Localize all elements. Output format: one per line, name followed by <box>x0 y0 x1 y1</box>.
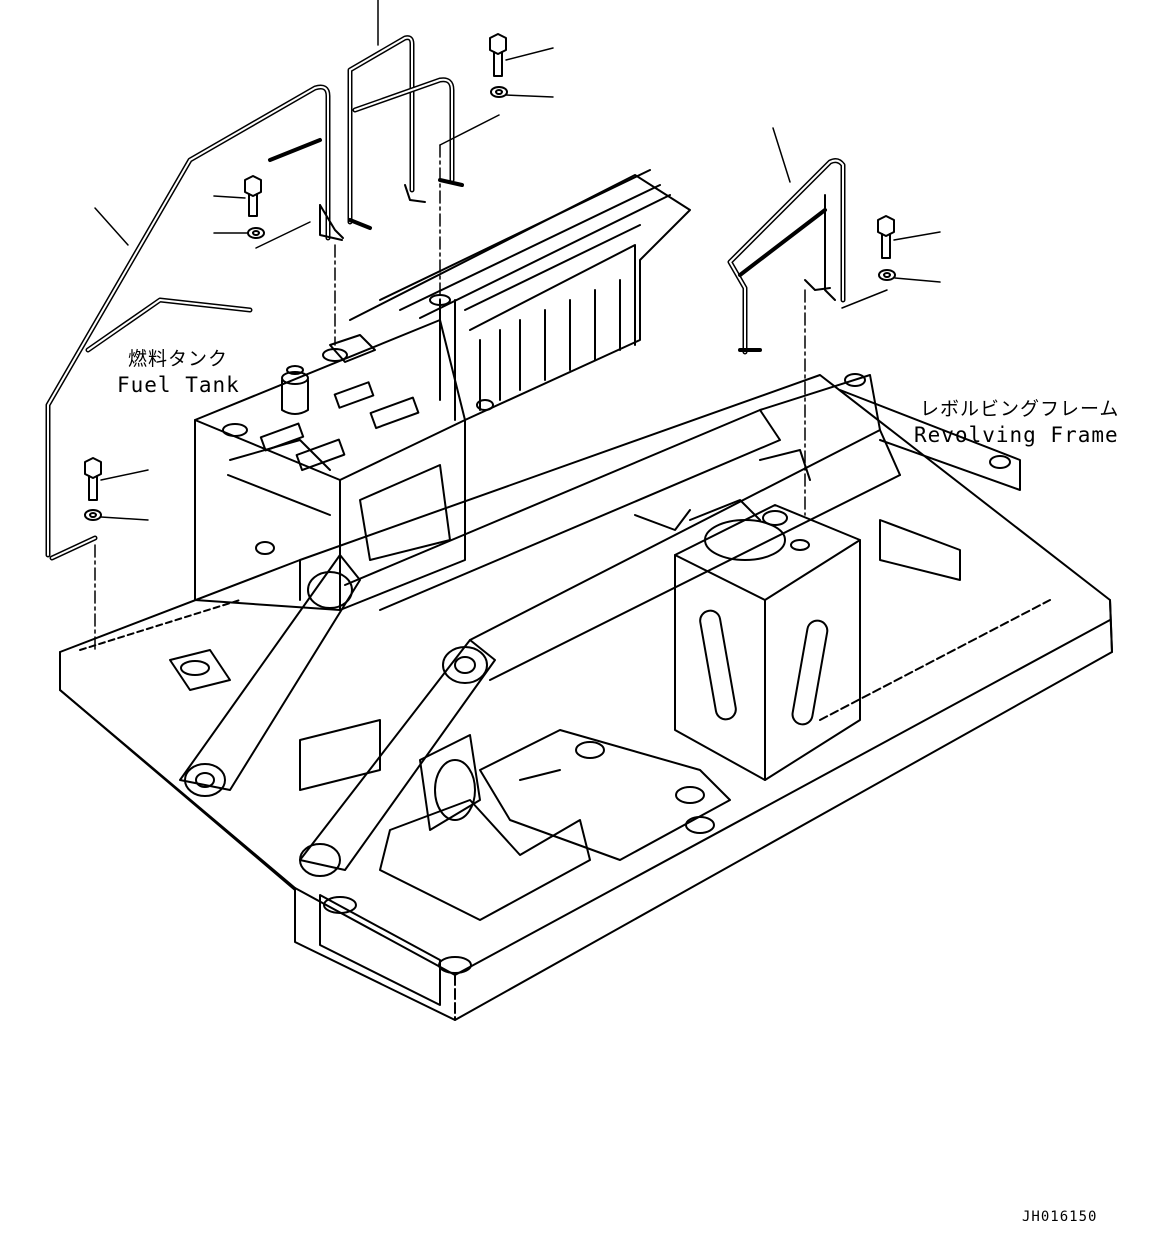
left-handrail <box>45 84 344 561</box>
cooling-unit <box>349 169 691 421</box>
bolt-right <box>877 215 941 283</box>
fuel-tank-label-en: Fuel Tank <box>117 373 240 397</box>
drawing-code: JH016150 <box>1022 1209 1098 1225</box>
bolt-left-upper <box>213 175 265 239</box>
fuel-tank-label-jp: 燃料タンク <box>128 348 229 370</box>
bolt-left-lower <box>84 457 149 521</box>
revolving-frame-label-en: Revolving Frame <box>914 423 1119 447</box>
boom-bracket <box>179 373 1021 877</box>
leader-lines <box>94 0 888 651</box>
fuel-tank <box>194 319 466 611</box>
right-handrail <box>727 158 846 355</box>
bolt-upper-center <box>489 33 554 98</box>
hydraulic-tank <box>634 449 961 781</box>
center-handrail <box>319 35 464 241</box>
revolving-frame-label-jp: レボルビングフレーム <box>920 398 1120 420</box>
revolving-frame <box>59 374 1113 1021</box>
